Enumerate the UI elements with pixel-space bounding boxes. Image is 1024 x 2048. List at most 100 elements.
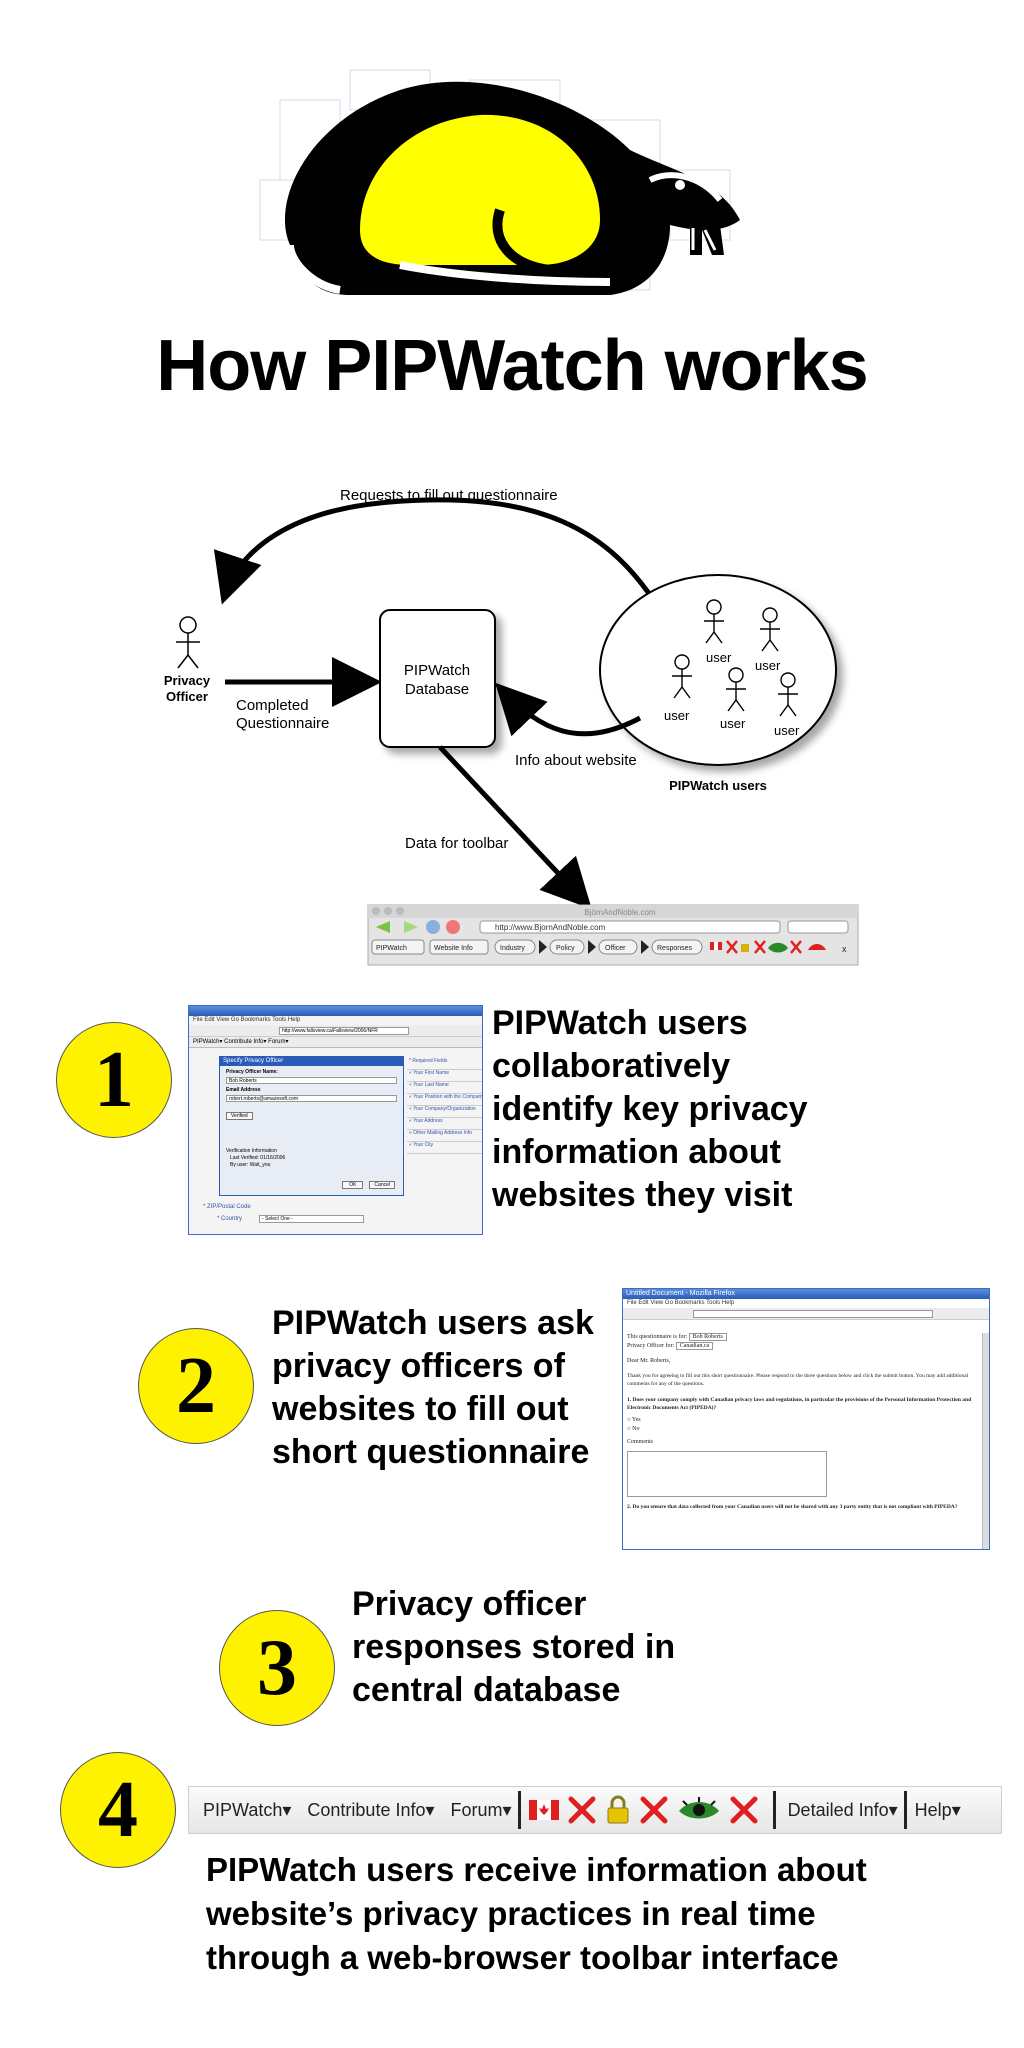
step-text-line: responses stored in	[352, 1628, 676, 1666]
url-field: http://www.fallsview.ca/Fallsview/2006/N…	[279, 1027, 409, 1035]
cancel-button: Cancel	[369, 1181, 395, 1189]
step-number-4: 4	[60, 1752, 176, 1868]
step-2-text: PIPWatch users ask privacy officers of w…	[272, 1302, 594, 1474]
step-number-2: 2	[138, 1328, 254, 1444]
step-text-line: website’s privacy practices in real time	[206, 1895, 816, 1932]
step-text-line: PIPWatch users	[492, 1004, 748, 1042]
ok-button: OK	[342, 1181, 364, 1189]
by-user: By user: Wait_you	[230, 1162, 271, 1168]
toolbar-item: Industry	[500, 945, 525, 952]
pipwatch-beaver-logo	[259, 69, 740, 295]
questionnaire-for-value: Bob Roberts	[688, 1333, 727, 1341]
contribute-info-screenshot: File Edit View Go Bookmarks Tools Help h…	[188, 1005, 483, 1235]
form-field-label: « Your First Name	[407, 1070, 482, 1082]
red-x-icon	[729, 1795, 759, 1825]
step-3-text: Privacy officer responses stored in cent…	[352, 1583, 675, 1712]
form-fields-list: * Required Fields « Your First Name « Yo…	[407, 1058, 482, 1154]
step-text-line: through a web-browser toolbar interface	[206, 1939, 839, 1976]
window-titlebar	[189, 1006, 482, 1016]
pipwatch-toolbar: PIPWatch▾ Contribute Info▾ Forum▾ Detail…	[188, 1786, 1002, 1834]
step-number-3: 3	[219, 1610, 335, 1726]
toolbar-data-label: Data for toolbar	[405, 835, 508, 852]
info-label: Info about website	[515, 752, 637, 769]
toolbar-separator	[903, 1791, 907, 1829]
nav-bar: http://www.fallsview.ca/Fallsview/2006/N…	[189, 1025, 482, 1037]
completed-label-2: Questionnaire	[236, 715, 329, 732]
toolbar-item: Responses	[657, 945, 693, 952]
verification-info-label: Verification Information	[226, 1148, 277, 1154]
help-menu[interactable]: Help▾	[914, 1799, 961, 1820]
step-4-text: PIPWatch users receive information about…	[206, 1848, 867, 1980]
requests-arrow	[213, 497, 663, 612]
step-text-line: Privacy officer	[352, 1585, 587, 1623]
country-label: * Country	[217, 1216, 243, 1222]
toolbar-separator	[517, 1791, 521, 1829]
step-number-1: 1	[56, 1022, 172, 1138]
step-text-line: privacy officers of	[272, 1347, 565, 1385]
toolbar-item: PIPWatch	[376, 945, 407, 952]
canada-flag-icon[interactable]	[528, 1800, 559, 1820]
users-ellipse	[599, 574, 837, 766]
red-x-icon	[567, 1795, 597, 1825]
user-label: user	[755, 658, 781, 673]
comments-label: Comments	[627, 1439, 654, 1445]
detailed-info-menu[interactable]: Detailed Info▾	[787, 1799, 898, 1820]
database-box	[379, 609, 496, 748]
toolbar-separator	[772, 1791, 776, 1829]
step-number-text: 2	[176, 1342, 216, 1430]
privacy-officer-for-label: Privacy Officer for:	[627, 1343, 675, 1349]
step-text-line: websites they visit	[492, 1176, 793, 1214]
questionnaire-body: This questionnaire is for: Bob Roberts P…	[627, 1333, 981, 1511]
question-1: 1. Does your company comply with Canadia…	[627, 1397, 972, 1411]
red-x-icon	[639, 1795, 669, 1825]
salutation: Dear Mr. Roberts,	[627, 1358, 671, 1364]
step-number-text: 3	[257, 1624, 297, 1712]
dialog-title: Specify Privacy Officer	[220, 1057, 403, 1066]
pipwatch-mini-toolbar: PIPWatch▾ Contribute Info▾ Forum▾	[189, 1037, 482, 1048]
toolbar-data-arrow	[438, 745, 592, 910]
country-select: - Select One -	[259, 1215, 364, 1223]
url-field	[693, 1310, 933, 1318]
step-text-line: websites to fill out	[272, 1390, 569, 1428]
questionnaire-screenshot: Untitled Document - Mozilla Firefox File…	[622, 1288, 990, 1550]
scrollbar	[982, 1333, 989, 1549]
question-2: 2. Do you ensure that data collected fro…	[627, 1504, 958, 1510]
form-field-label: « Your Last Name	[407, 1082, 482, 1094]
last-verified: Last Verified: 01/16/2006	[230, 1155, 286, 1161]
database-label-2: Database	[405, 681, 469, 698]
nav-bar	[623, 1308, 989, 1320]
step-text-line: collaboratively	[492, 1047, 731, 1085]
toolbar-item: Website Info	[434, 945, 473, 952]
forum-menu[interactable]: Forum▾	[450, 1799, 512, 1820]
officer-name-field: Bob Roberts	[226, 1077, 397, 1084]
form-field-label: « Other Mailing Address Info	[407, 1130, 482, 1142]
svg-text:x: x	[842, 944, 847, 954]
eye-icon[interactable]	[677, 1795, 721, 1825]
toolbar-status-icons: x	[710, 940, 847, 954]
privacy-officer-for-value: Canadian.ca	[675, 1342, 714, 1350]
step-text-line: short questionnaire	[272, 1433, 590, 1471]
browser-toolbar-screenshot: BjörnAndNoble.com http://www.BjornAndNob…	[367, 904, 859, 966]
user-label: user	[664, 708, 690, 723]
pipwatch-menu[interactable]: PIPWatch▾	[203, 1799, 292, 1820]
form-field-label: « Your Company/Organization	[407, 1106, 482, 1118]
questionnaire-for-label: This questionnaire is for:	[627, 1334, 688, 1340]
lock-icon[interactable]	[605, 1795, 631, 1825]
users-group-label: PIPWatch users	[669, 778, 767, 793]
step-number-text: 4	[98, 1766, 138, 1854]
comments-box	[627, 1451, 827, 1497]
step-text-line: identify key privacy	[492, 1090, 808, 1128]
form-field-label: * Required Fields	[407, 1058, 482, 1070]
contribute-info-menu[interactable]: Contribute Info▾	[307, 1799, 435, 1820]
step-text-line: PIPWatch users receive information about	[206, 1851, 867, 1888]
user-label: user	[706, 650, 732, 665]
browser-title: BjörnAndNoble.com	[584, 908, 655, 917]
workflow-diagram: Requests to fill out questionnaire Priva…	[164, 487, 859, 966]
zip-label: * ZIP/Postal Code	[203, 1204, 251, 1210]
requests-label: Requests to fill out questionnaire	[340, 487, 558, 504]
specify-privacy-officer-dialog: Specify Privacy Officer Privacy Officer …	[219, 1056, 404, 1196]
menu-bar: File Edit View Go Bookmarks Tools Help	[193, 1017, 301, 1023]
user-figures	[672, 599, 798, 717]
privacy-officer-label-2: Officer	[166, 689, 208, 704]
menu-bar: File Edit View Go Bookmarks Tools Help	[627, 1300, 735, 1306]
